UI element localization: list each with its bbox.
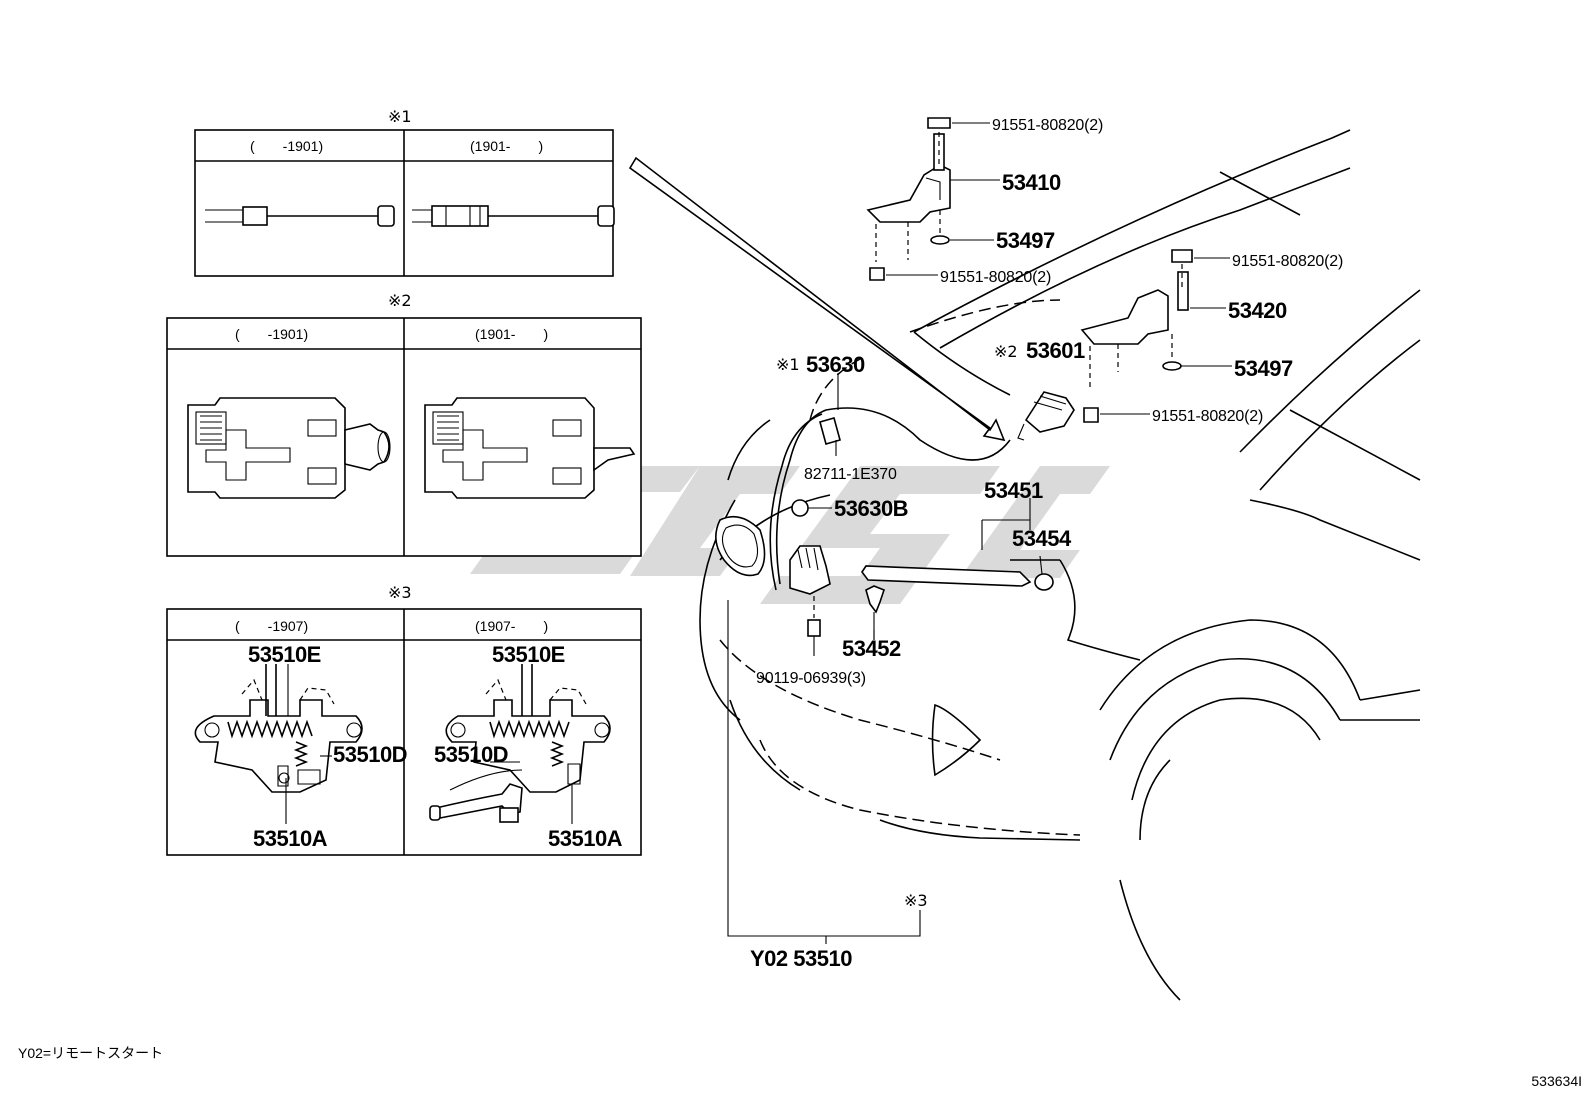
- label-53510d-new: 53510D: [434, 742, 508, 767]
- pointer-arrow: [628, 156, 1006, 442]
- support-rod-53451: [861, 565, 1054, 640]
- inset-2-mark: ※2: [388, 291, 412, 310]
- inset-1-left-header: ( -1901): [250, 138, 323, 154]
- label-53510a-new: 53510A: [548, 826, 623, 851]
- legend-note: Y02=リモートスタート: [18, 1045, 164, 1061]
- callout-53452: 53452: [842, 636, 901, 661]
- label-53510e-new: 53510E: [492, 642, 565, 667]
- callout-53510-mark: ※3: [904, 891, 928, 910]
- callout-53410: 53410: [1002, 170, 1061, 195]
- inset-3-right-header: (1907- ): [475, 618, 548, 634]
- label-53510d-old: 53510D: [333, 742, 407, 767]
- hood-lock-53510: [789, 545, 831, 637]
- callout-53454: 53454: [1012, 526, 1072, 551]
- cable-end-old: [205, 205, 395, 227]
- cable-end-new: [412, 205, 615, 227]
- switch-new: [424, 397, 636, 499]
- callout-91551-80820-c: 91551-80820(2): [1232, 253, 1343, 270]
- inset-3-mark: ※3: [388, 583, 412, 602]
- inset-2-right-header: (1901- ): [475, 326, 548, 342]
- callout-53451: 53451: [984, 478, 1043, 503]
- callout-90119-06939: 90119-06939(3): [756, 670, 866, 687]
- callout-labels: 91551-80820(2) 53410 53497 91551-80820(2…: [750, 117, 1343, 971]
- inset-hood-lock: ※3 ( -1907) (1907- ) 53510E 53510D 53510…: [166, 583, 642, 856]
- callout-53630: 53630: [806, 352, 865, 377]
- inset-3-left-header: ( -1907): [235, 618, 308, 634]
- lock-new: [429, 664, 611, 824]
- switch-old: [187, 397, 391, 499]
- callout-leaders: [727, 122, 1232, 944]
- inset-hood-switch: ※2 ( -1901) (1901- ): [166, 291, 642, 557]
- callout-53601: 53601: [1026, 338, 1085, 363]
- lock-old: [194, 664, 363, 824]
- inset-1-right-header: (1901- ): [470, 138, 543, 154]
- callout-y02-53510: Y02 53510: [750, 946, 852, 971]
- hinge-left: [866, 117, 951, 281]
- callout-53497-b: 53497: [1234, 356, 1293, 381]
- callout-53497-a: 53497: [996, 228, 1055, 253]
- callout-53601-mark: ※2: [994, 342, 1018, 361]
- callout-91551-80820-b: 91551-80820(2): [940, 269, 1051, 286]
- callout-53420: 53420: [1228, 298, 1287, 323]
- inset-1-mark: ※1: [388, 107, 412, 126]
- inset-cable-ends: ※1 ( -1901) (1901- ): [194, 107, 615, 277]
- hood-switch-53601: [1017, 391, 1075, 441]
- hinge-right: [1080, 249, 1193, 423]
- inset-2-left-header: ( -1901): [235, 326, 308, 342]
- callout-53630b: 53630B: [834, 496, 908, 521]
- release-cable-53630: [715, 407, 1011, 591]
- diagram-id: 533634I: [1531, 1073, 1582, 1089]
- callout-91551-80820-a: 91551-80820(2): [992, 117, 1103, 134]
- label-53510e-old: 53510E: [248, 642, 321, 667]
- callout-82711-1e370: 82711-1E370: [804, 466, 897, 483]
- callout-91551-80820-d: 91551-80820(2): [1152, 408, 1263, 425]
- car-front-outline: [699, 129, 1421, 1001]
- label-53510a-old: 53510A: [253, 826, 328, 851]
- callout-53630-mark: ※1: [776, 355, 800, 374]
